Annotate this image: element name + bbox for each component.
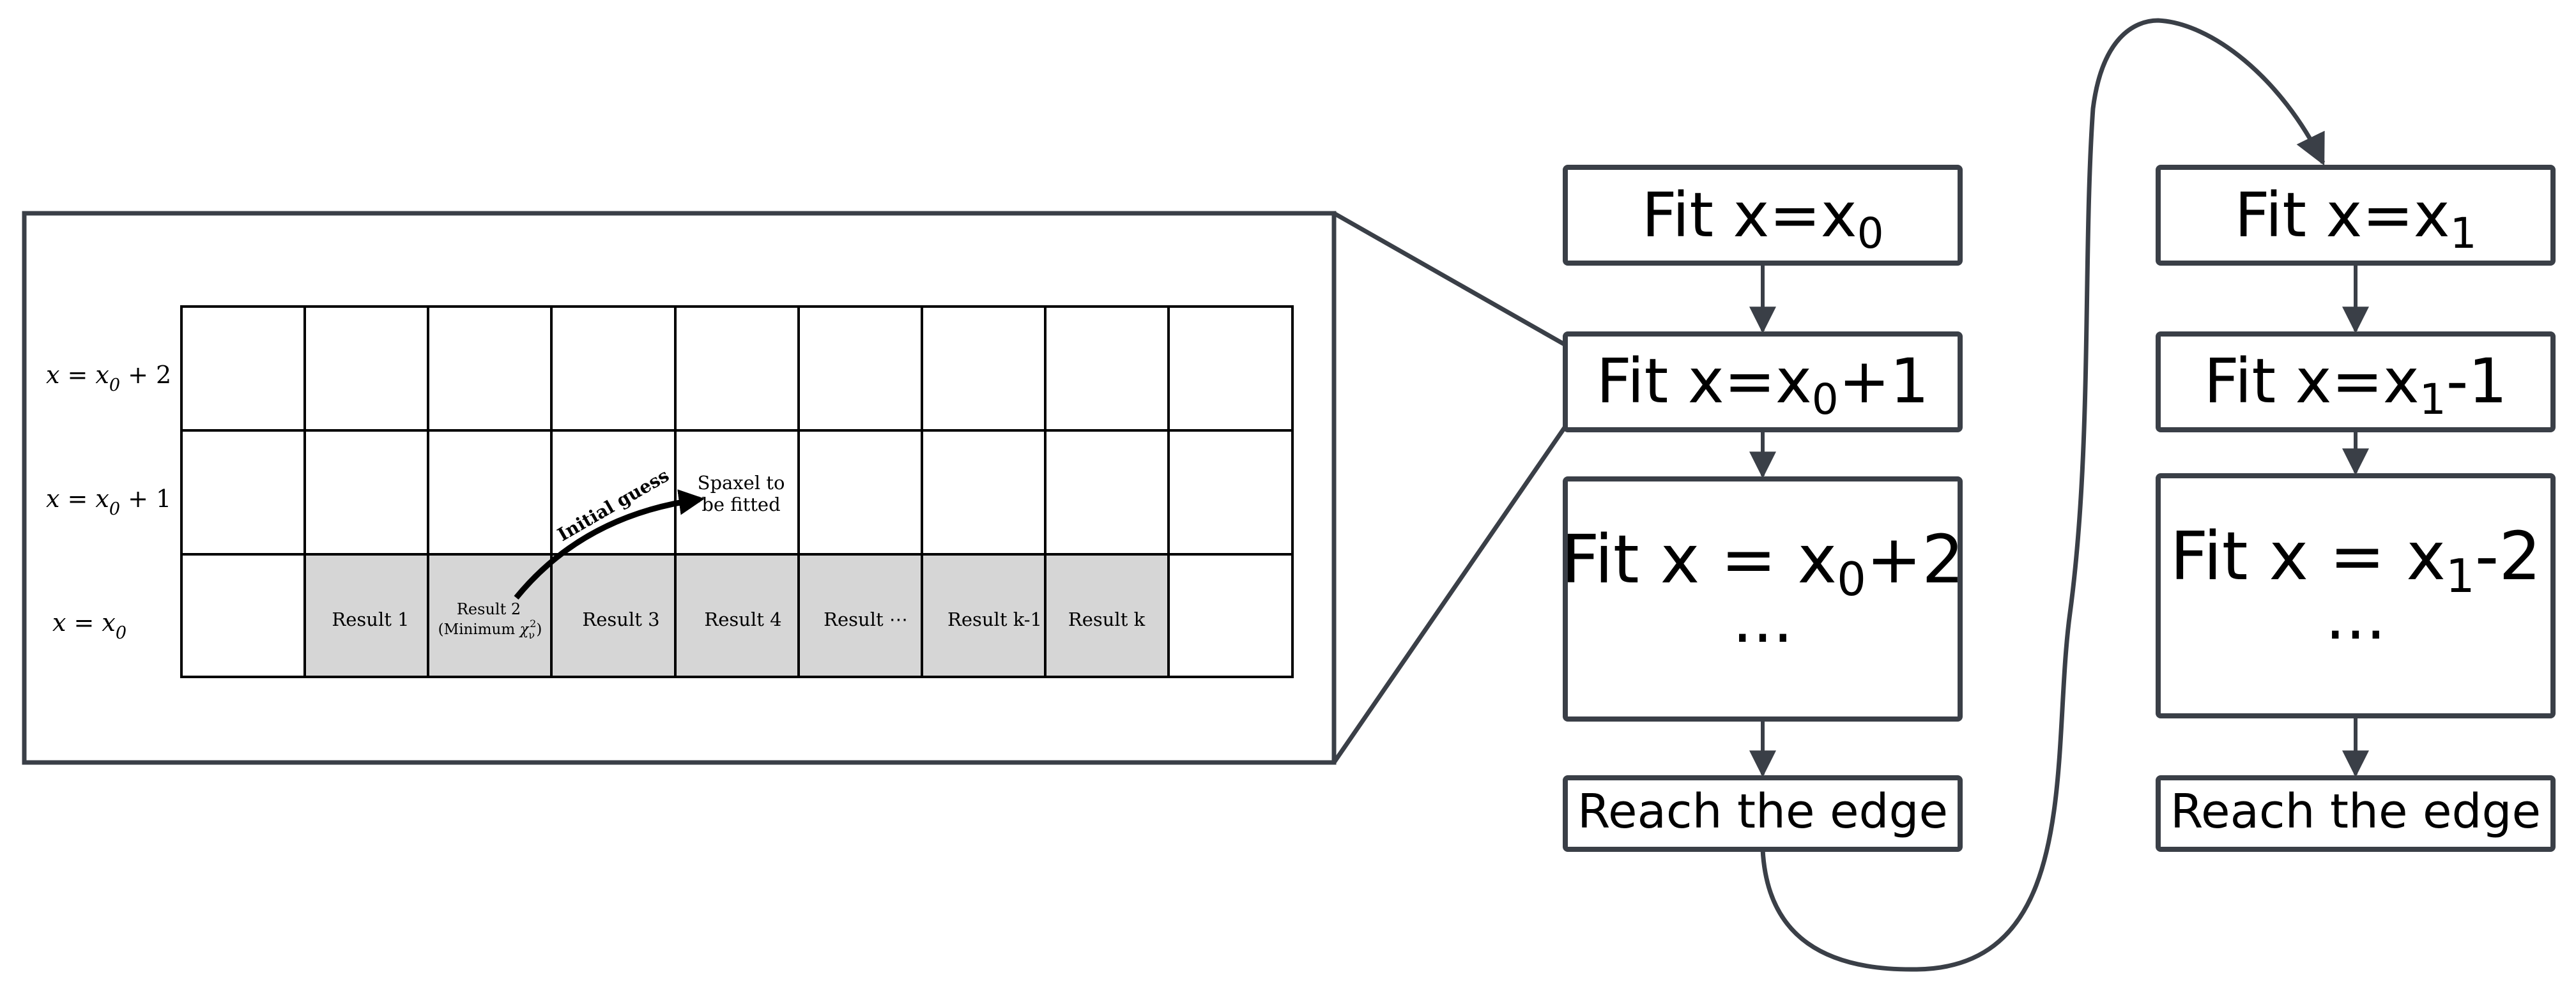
zoom-connector-top — [1333, 211, 1567, 347]
initial-guess-label: Initial guess — [554, 465, 673, 545]
flow-text-reach-edge-left: Reach the edge — [1577, 784, 1948, 839]
flow-text-reach-edge-right: Reach the edge — [2170, 784, 2541, 839]
initial-guess-arrow — [514, 489, 705, 600]
spaxel-grid — [180, 305, 1294, 678]
result-label: Result 2 — [457, 600, 521, 618]
flow-text-fit-x1-minus-1: Fit x=x1-1 — [2204, 345, 2508, 424]
column-connector-arrow — [1760, 18, 2326, 972]
flow-text-fit-x0-plus-1: Fit x=x0+1 — [1597, 345, 1929, 424]
row-label-x0-plus-2: x = x0 + 2 — [46, 361, 171, 395]
flow-text-fit-x0: Fit x=x0 — [1641, 179, 1883, 258]
right-flow-boxes — [2156, 165, 2556, 852]
result-label: Result 1 — [332, 609, 409, 630]
minimum-chi-square-label: (Minimum χν2) — [438, 618, 542, 641]
result-cells — [305, 554, 1169, 677]
zoom-connector-bottom — [1332, 425, 1567, 764]
zoom-frame — [22, 211, 1337, 765]
flow-ellipsis-right: ... — [2325, 579, 2386, 654]
result-labels: Result 1 Result 2 Result 3 Result 4 Resu… — [332, 600, 1145, 630]
flow-ellipsis-left: ... — [1732, 582, 1793, 657]
flow-text-fit-x1-minus-2: Fit x = x1-2 — [2170, 517, 2542, 603]
result-label: Result 3 — [582, 609, 659, 630]
row-label-x0: x = x0 — [52, 609, 126, 643]
flow-box-reach-edge-right — [2156, 775, 2556, 852]
result-label: Result k — [1068, 609, 1146, 630]
result-label: Result k-1 — [947, 609, 1042, 630]
result-label: Result 4 — [704, 609, 781, 630]
flow-text-fit-x0-plus-2: Fit x = x0+2 — [1561, 520, 1964, 606]
spaxel-label-line2: be fitted — [702, 494, 780, 515]
flow-text-fit-x1: Fit x=x1 — [2234, 179, 2476, 258]
row-label-x0-plus-1: x = x0 + 1 — [46, 485, 171, 519]
result-label: Result ⋯ — [824, 609, 908, 630]
spaxel-label-line1: Spaxel to — [698, 472, 785, 494]
